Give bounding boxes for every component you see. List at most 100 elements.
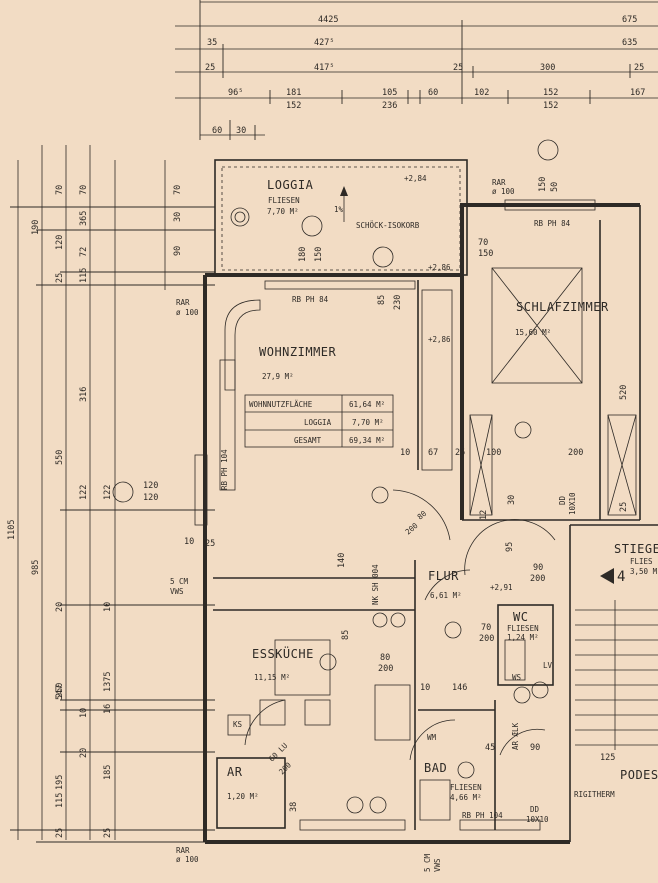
room-bad-name: BAD — [424, 761, 447, 775]
dim-1105: 1105 — [7, 520, 17, 540]
label-wm: WM — [427, 733, 437, 742]
label-level-a2: +2,86 — [428, 263, 451, 272]
label-window-rb-ph104-a: RB PH 104 — [220, 449, 229, 490]
inner-dim-10: 10 — [400, 448, 410, 458]
inner-dim-sz520: 520 — [619, 385, 629, 400]
inner-dim-90: 90 — [173, 246, 183, 256]
label-vws-bottom-a: 5 CM — [423, 853, 432, 872]
inner-dim-sz25: 25 — [619, 502, 629, 512]
label-step-number: 4 — [617, 569, 625, 585]
dim-965: 96⁵ — [228, 88, 243, 98]
inner-dim-sz150b: 150 — [538, 177, 548, 192]
dim-122a: 122 — [79, 485, 89, 500]
room-schlafzimmer-name: SCHLAFZIMMER — [516, 300, 609, 314]
room-loggia-floor: FLIESEN — [268, 196, 300, 205]
label-vws-left-a: 5 CM — [170, 577, 189, 586]
dim-60a: 60 — [428, 88, 438, 98]
inner-dim-f90: 90 — [533, 563, 543, 573]
label-window-rb-ph84-b: RB PH 84 — [534, 219, 571, 228]
label-lv: LV — [543, 661, 553, 670]
dim-195: 195 — [55, 775, 65, 790]
room-bad-floor: FLIESEN — [450, 783, 482, 792]
label-rar-top-sub: ø 100 — [492, 187, 515, 196]
area-row-loggia-value: 7,70 M² — [352, 418, 384, 427]
label-rigitherm: RIGITHERM — [574, 790, 615, 799]
top-dimension-labels: 1560 4425 675 35 427⁵ 635 25 417⁵ 25 300… — [205, 0, 645, 136]
label-dd-size-b: 10X10 — [526, 815, 549, 824]
inner-dim-67: 67 — [428, 448, 438, 458]
dim-115a: 115 — [55, 793, 65, 808]
inner-dim-b45: 45 — [485, 743, 495, 753]
dim-167: 167 — [630, 88, 645, 98]
inner-dim-180: 180 — [298, 247, 308, 262]
area-table: WOHNNUTZFLÄCHE 61,64 M² LOGGIA 7,70 M² G… — [249, 400, 385, 445]
inner-dim-120b: 120 — [143, 493, 158, 503]
room-esskueche-name: ESSKÜCHE — [252, 645, 314, 661]
inner-dim-150: 150 — [314, 247, 324, 262]
inner-dim-f200b: 200 — [479, 634, 494, 644]
dim-316: 316 — [79, 387, 89, 402]
label-dd-a: DD — [558, 495, 567, 505]
room-wohnzimmer-name: WOHNZIMMER — [259, 345, 337, 359]
dim-25c: 25 — [634, 63, 644, 73]
inner-dim-sz150: 150 — [478, 249, 493, 259]
inner-dim-sz50: 50 — [550, 182, 560, 192]
room-loggia-area: 7,70 M² — [267, 207, 299, 216]
dim-72: 72 — [79, 247, 89, 257]
dim-70a: 70 — [55, 185, 65, 195]
label-level-a: +2,86 — [428, 335, 451, 344]
room-schlafzimmer-area: 15,60 M² — [515, 328, 551, 337]
dim-30: 30 — [236, 126, 246, 136]
inner-dim-ek85: 85 — [341, 630, 351, 640]
room-stiegen-name: STIEGEN — [614, 542, 658, 556]
label-rar-bottom-sub: ø 100 — [176, 855, 199, 864]
label-door-200-b: 200 — [277, 760, 293, 776]
label-window-rb-ph104-b: RB PH 104 — [462, 811, 503, 820]
inner-dim-ek200: 200 — [378, 664, 393, 674]
inner-dim-f12: 12 — [479, 510, 489, 520]
inner-dim-f25: 25 — [205, 539, 215, 549]
dim-25b: 25 — [453, 63, 463, 73]
area-row-wohnnutz-value: 61,64 M² — [349, 400, 385, 409]
dim-102: 102 — [474, 88, 489, 98]
dim-365: 365 — [79, 211, 89, 226]
label-door-80: 80 — [416, 509, 429, 522]
room-loggia-name: LOGGIA — [267, 178, 314, 192]
room-wc-name: WC — [513, 610, 528, 624]
room-esskueche-area: 11,15 M² — [254, 673, 290, 682]
inner-dim-85: 85 — [377, 295, 387, 305]
label-level-b: +2,91 — [490, 583, 513, 592]
room-stiegen-area: 3,50 M — [630, 567, 658, 576]
dim-152b: 152 — [543, 88, 558, 98]
room-bad-area: 4,66 M² — [450, 793, 482, 802]
inner-dim-70: 70 — [173, 185, 183, 195]
inner-dim-b90: 90 — [530, 743, 540, 753]
dim-181: 181 — [286, 88, 301, 98]
label-rar-bottom: RAR — [176, 846, 190, 855]
dim-70b: 70 — [79, 185, 89, 195]
dim-547: 547 — [55, 685, 65, 700]
dim-60b: 60 — [212, 126, 222, 136]
label-window-rb-ph84-a: RB PH 84 — [292, 295, 329, 304]
area-row-gesamt-value: 69,34 M² — [349, 436, 385, 445]
inner-dim-ar38: 38 — [289, 802, 299, 812]
dim-1560: 1560 — [600, 0, 620, 2]
dim-120: 120 — [55, 235, 65, 250]
room-podest-name: PODES — [620, 768, 658, 782]
label-pipe2: AR ÆLK — [511, 722, 520, 750]
dim-635: 635 — [622, 38, 637, 48]
label-ks: KS — [233, 720, 243, 729]
walls — [112, 139, 658, 844]
dim-985: 985 — [31, 560, 41, 575]
inner-dim-f95: 95 — [505, 542, 515, 552]
dim-152c: 152 — [543, 101, 558, 111]
dim-20a: 20 — [55, 602, 65, 612]
inner-dim-f200: 200 — [530, 574, 545, 584]
inner-dim-f70: 70 — [481, 623, 491, 633]
label-slope: 1% — [334, 205, 344, 214]
dim-10b: 10 — [103, 602, 113, 612]
dim-300: 300 — [540, 63, 555, 73]
room-wc-area: 1,24 M² — [507, 633, 539, 642]
annotations: SCHÖCK-ISOKORB RB PH 84 RB PH 84 RB PH 1… — [170, 174, 625, 872]
